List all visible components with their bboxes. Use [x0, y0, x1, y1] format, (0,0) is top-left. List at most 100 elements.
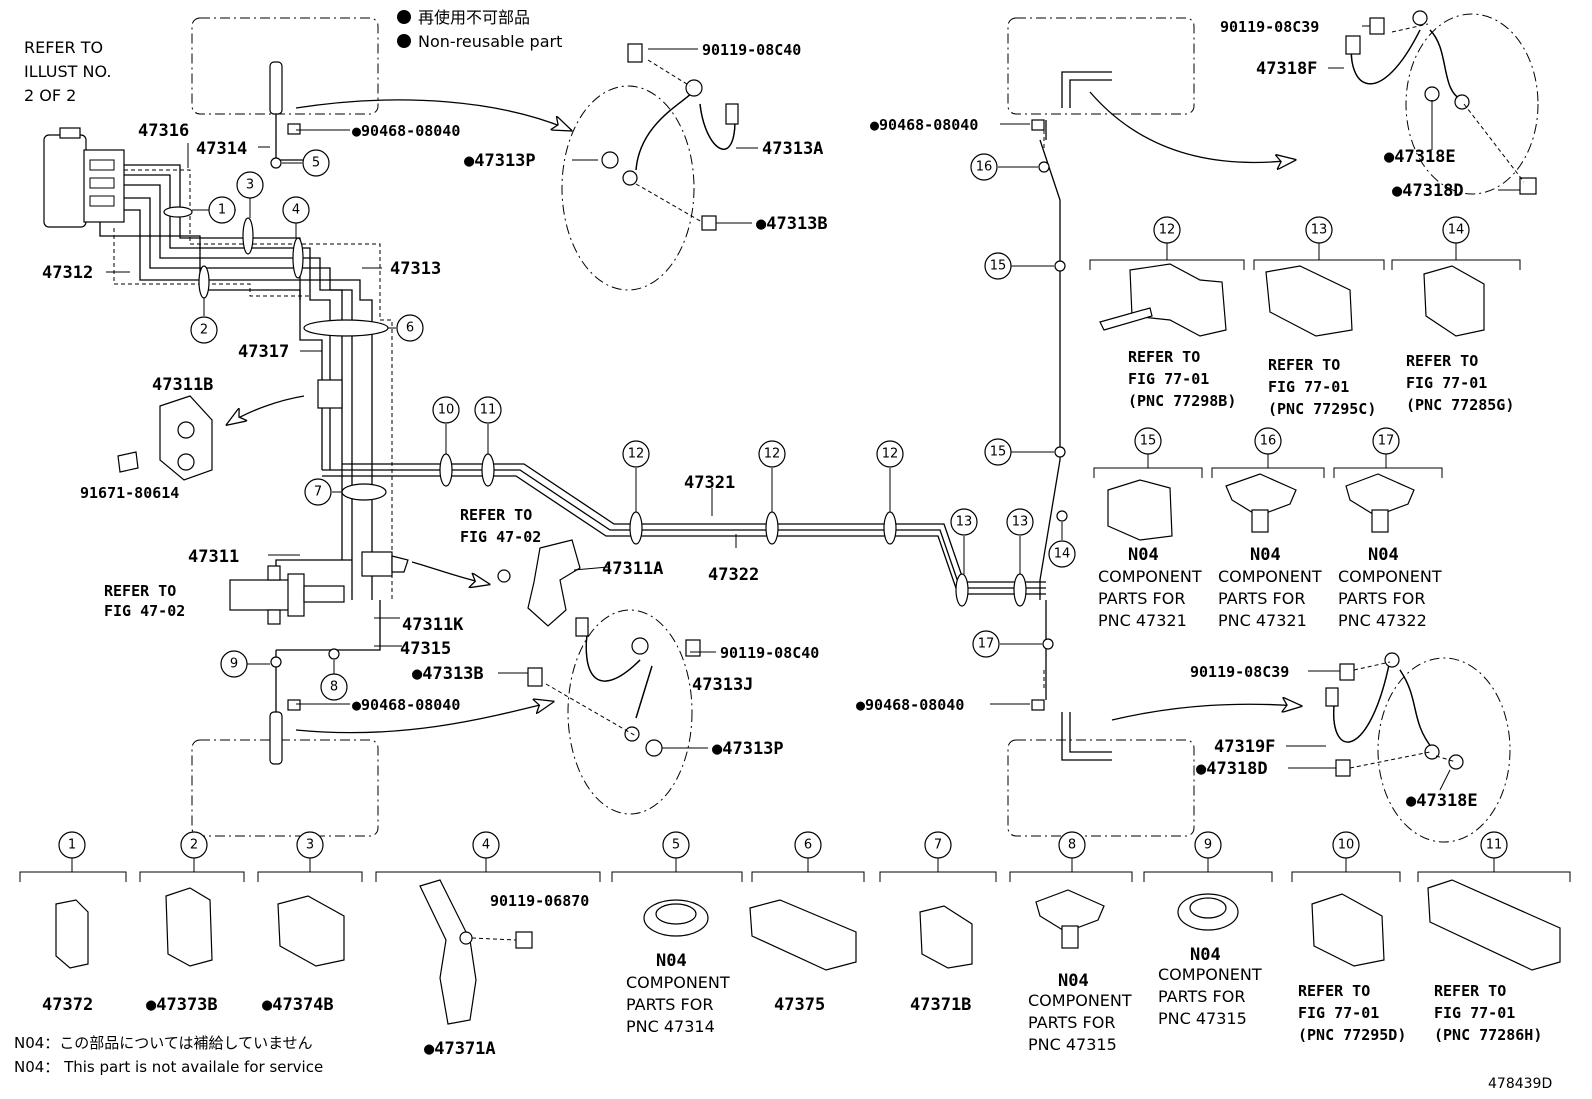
bottom-8-code: N04: [1058, 971, 1089, 991]
master-cylinder: [229, 565, 345, 625]
label-90468-right-top: ●90468-08040: [870, 116, 978, 134]
bottom-8-num: 8: [1068, 838, 1076, 853]
footnote-jp: N04：この部品については補給していません: [14, 1034, 313, 1052]
front-left-wheel-area: [191, 17, 379, 115]
label-47311b: 47311B: [152, 375, 213, 395]
clip-16-line-3: PNC 47321: [1218, 611, 1307, 630]
callout-8: 8: [330, 680, 338, 695]
illustration-id: 478439D: [1488, 1076, 1552, 1092]
legend: 再使用不可部品 Non-reusable part: [397, 8, 562, 51]
bottom-10-line-1: REFER TO: [1298, 982, 1370, 1000]
rear-left-wheel-area: [191, 739, 379, 837]
callout-10: 10: [438, 403, 455, 418]
refer-line-3: 2 OF 2: [24, 86, 76, 105]
bottom-7-label: 47371B: [910, 995, 971, 1015]
callout-9: 9: [230, 657, 238, 672]
bottom-1-label: 47372: [42, 995, 93, 1015]
label-47313p-bot: ●47313P: [712, 739, 784, 759]
callout-12: 12: [628, 447, 645, 462]
leader-lines: [106, 25, 1520, 791]
label-47315: 47315: [400, 639, 451, 659]
clip-14-line-1: REFER TO: [1406, 352, 1478, 370]
right-clips-lower: 15 N04 COMPONENT PARTS FOR PNC 47321 16 …: [1093, 427, 1443, 630]
footnote-en: N04： This part is not availale for servi…: [14, 1058, 323, 1076]
bottom-8-line-2: PARTS FOR: [1028, 1013, 1115, 1032]
bottom-10-num: 10: [1338, 838, 1355, 853]
bottom-5-code: N04: [656, 951, 687, 971]
bottom-4-sub: 90119-06870: [490, 892, 589, 910]
bottom-1-num: 1: [68, 838, 76, 853]
clip-12-line-2: FIG 77-01: [1128, 370, 1209, 388]
label-47311a: 47311A: [602, 559, 663, 579]
callout-12b: 12: [764, 447, 781, 462]
clip-17-line-1: COMPONENT: [1338, 567, 1442, 586]
clamp-markers: [163, 206, 1027, 607]
callout-16: 16: [976, 160, 993, 175]
refer-illust-note: REFER TO ILLUST NO. 2 OF 2: [24, 38, 111, 105]
rear-right-wheel-area: [1007, 739, 1195, 837]
clip-16-code: N04: [1250, 545, 1281, 565]
bottom-10-line-2: FIG 77-01: [1298, 1004, 1379, 1022]
clip-16-line-2: PARTS FOR: [1218, 589, 1305, 608]
label-47313b-bot: ●47313B: [412, 664, 484, 684]
label-90468-top: ●90468-08040: [352, 122, 460, 140]
callout-15: 15: [990, 259, 1007, 274]
refer-line-1: REFER TO: [24, 38, 103, 57]
label-47316: 47316: [138, 121, 189, 141]
callouts: 1 2 3 4 5 6 7 8 9 10 11 12 12 12 13 13 1…: [190, 149, 1076, 701]
clip-13-line-1: REFER TO: [1268, 356, 1340, 374]
detail-fasteners: [527, 10, 1537, 777]
clip-17-line-2: PARTS FOR: [1338, 589, 1425, 608]
label-47312: 47312: [42, 263, 93, 283]
bracket-47311b: [117, 395, 213, 481]
clip-15-line-3: PNC 47321: [1098, 611, 1187, 630]
clip-14-line-2: FIG 77-01: [1406, 374, 1487, 392]
clip-12-line-3: (PNC 77298B): [1128, 392, 1236, 410]
clip-15-line-1: COMPONENT: [1098, 567, 1202, 586]
label-47313a: 47313A: [762, 139, 823, 159]
bottom-11-num: 11: [1486, 838, 1503, 853]
label-47313j: 47313J: [692, 675, 753, 695]
bottom-8-line-3: PNC 47315: [1028, 1035, 1117, 1054]
label-90119-08c39-top: 90119-08C39: [1220, 18, 1319, 36]
bottom-11-line-1: REFER TO: [1434, 982, 1506, 1000]
label-90468-bot: ●90468-08040: [352, 696, 460, 714]
label-47318d-bot: ●47318D: [1196, 759, 1268, 779]
callout-17: 17: [978, 637, 995, 652]
label-47319f: 47319F: [1214, 737, 1275, 757]
callout-13: 13: [956, 515, 973, 530]
non-reusable-dot-icon: [397, 34, 411, 48]
label-47311: 47311: [188, 547, 239, 567]
detail-circle-rear-right: [1377, 657, 1511, 843]
label-47313b-top: ●47313B: [756, 214, 828, 234]
callout-6: 6: [406, 321, 414, 336]
legend-en: Non-reusable part: [418, 32, 562, 51]
bottom-4-num: 4: [482, 838, 490, 853]
label-47311k: 47311K: [402, 615, 464, 635]
bottom-2-label: ●47373B: [146, 995, 218, 1015]
clip-17-num: 17: [1378, 434, 1395, 449]
bottom-3-label: ●47374B: [262, 995, 334, 1015]
callout-2: 2: [200, 323, 208, 338]
bottom-11-line-2: FIG 77-01: [1434, 1004, 1515, 1022]
bottom-10-line-3: (PNC 77295D): [1298, 1026, 1406, 1044]
non-reusable-dot-icon: [397, 10, 411, 24]
bottom-4-label: ●47371A: [424, 1039, 496, 1059]
brake-actuator: [43, 127, 125, 228]
bottom-9-line-2: PARTS FOR: [1158, 987, 1245, 1006]
clip-17-code: N04: [1368, 545, 1399, 565]
clip-14-num: 14: [1448, 223, 1465, 238]
refer-fig-47-02-b-2: FIG 47-02: [460, 528, 541, 546]
bottom-5-line-2: PARTS FOR: [626, 995, 713, 1014]
legend-jp: 再使用不可部品: [418, 8, 530, 27]
label-47313: 47313: [390, 259, 441, 279]
callout-13b: 13: [1012, 515, 1029, 530]
bottom-9-line-1: COMPONENT: [1158, 965, 1262, 984]
bottom-7-num: 7: [934, 838, 942, 853]
clip-13-line-3: (PNC 77295C): [1268, 400, 1376, 418]
clip-16-line-1: COMPONENT: [1218, 567, 1322, 586]
bottom-2-num: 2: [190, 838, 198, 853]
label-47318d-top: ●47318D: [1392, 181, 1464, 201]
label-90119-08c40-top: 90119-08C40: [702, 41, 801, 59]
